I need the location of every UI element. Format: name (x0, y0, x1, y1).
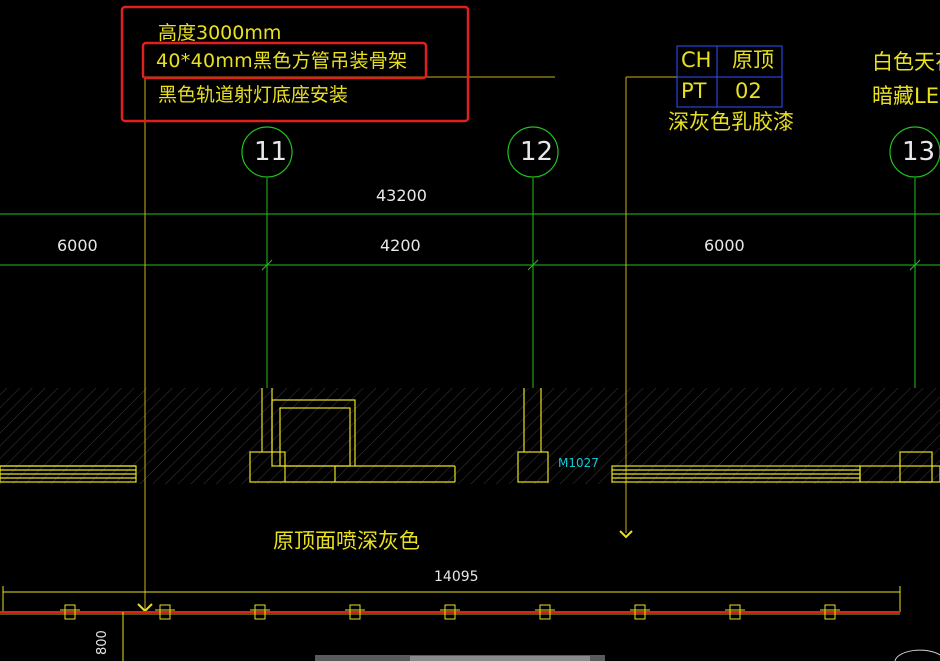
track-spotlight-symbol (725, 604, 745, 620)
dimension-bottom: 14095 (434, 569, 479, 585)
grid-bubble-13 (889, 126, 940, 178)
bottom-right-arc (894, 649, 940, 661)
track-spotlight-symbol (535, 604, 555, 620)
hatched-wall-band (0, 388, 940, 484)
dimension-lines (0, 178, 940, 388)
right-note-ceiling: 白色天花 (872, 50, 940, 74)
grid-bubble-12 (507, 126, 559, 178)
legend-pt-value: 02 (735, 79, 762, 103)
track-spotlight-symbol (345, 604, 365, 620)
track-fixtures (60, 604, 840, 620)
track-spotlight-symbol (630, 604, 650, 620)
grid-bubble-11 (241, 126, 293, 178)
track-spotlight-symbol (155, 604, 175, 620)
track-spotlight-symbol (250, 604, 270, 620)
track-spotlight-symbol (820, 604, 840, 620)
door-tag: M1027 (558, 456, 599, 470)
note-steel-frame: 40*40mm黑色方管吊装骨架 (156, 50, 408, 72)
track-light-rail (0, 611, 900, 615)
legend-paint: 深灰色乳胶漆 (668, 110, 794, 134)
bottom-scrollbar-thumb[interactable] (410, 656, 590, 661)
note-track-light: 黑色轨道射灯底座安装 (158, 84, 349, 106)
legend-ch-code: CH (681, 48, 712, 72)
grid-bubble-13-label: 13 (902, 137, 936, 167)
track-spotlight-symbol (60, 604, 80, 620)
legend-ch-value: 原顶 (732, 48, 774, 72)
highlight-notes-box (120, 5, 470, 123)
wall-outlines (0, 388, 940, 483)
legend-pt-code: PT (681, 79, 707, 103)
right-note-hidden-led: 暗藏LE (872, 84, 939, 108)
dimension-bay-right: 6000 (704, 236, 745, 255)
highlight-frame-box (141, 41, 428, 80)
note-height: 高度3000mm (158, 22, 282, 44)
spray-paint-note: 原顶面喷深灰色 (273, 529, 420, 553)
dimension-bay-mid: 4200 (380, 236, 421, 255)
dimension-vertical: 800 (95, 630, 110, 655)
dimension-bay-left: 6000 (57, 236, 98, 255)
bottom-dimension-line (2, 586, 901, 612)
grid-bubble-12-label: 12 (520, 137, 554, 167)
dimension-overall: 43200 (376, 186, 427, 205)
grid-bubble-11-label: 11 (254, 137, 288, 167)
track-spotlight-symbol (440, 604, 460, 620)
legend-boxes (676, 45, 783, 108)
